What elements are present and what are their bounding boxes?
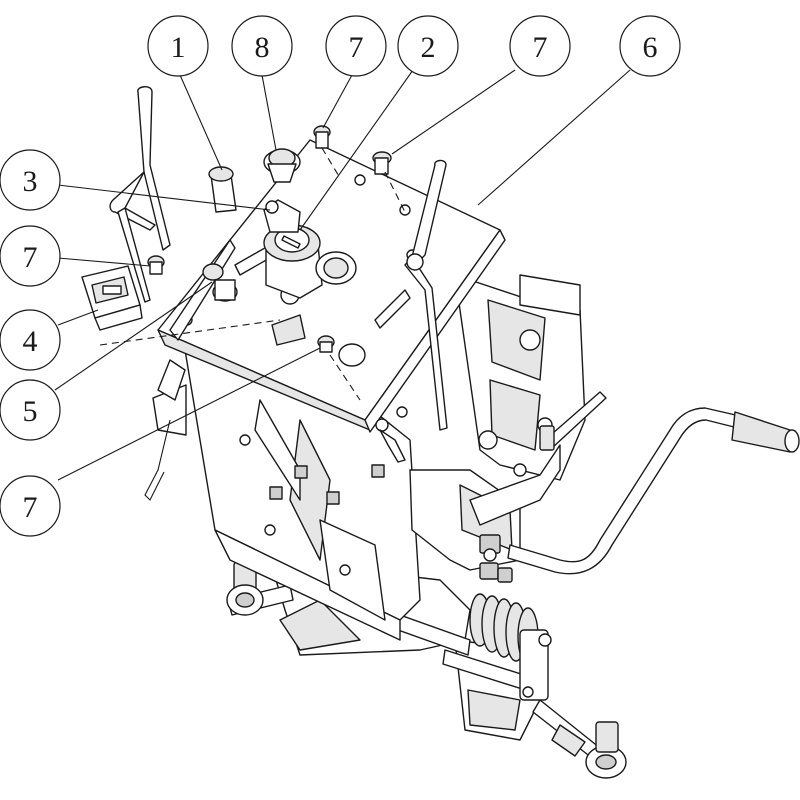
bolt-7-left <box>147 255 165 275</box>
callout-7-bottom: 7 <box>0 475 61 537</box>
callout-2-label: 2 <box>421 31 436 64</box>
callout-4: 4 <box>0 309 61 371</box>
callout-2: 2 <box>397 15 459 77</box>
tie-rod-right <box>532 699 627 779</box>
lock-lever-3 <box>263 199 301 233</box>
assembly-guide-lines <box>99 147 406 401</box>
callout-8: 8 <box>231 15 293 77</box>
control-cable <box>539 391 607 451</box>
hour-meter-4 <box>81 265 143 331</box>
bolt-7-top-right <box>372 151 392 175</box>
callout-5: 5 <box>0 379 61 441</box>
push-button-1 <box>208 166 237 213</box>
callout-7-top-right-label: 7 <box>533 31 548 64</box>
callout-4-label: 4 <box>23 325 38 358</box>
leader-lines <box>54 69 631 481</box>
callout-7-bottom-label: 7 <box>23 491 38 524</box>
grommet-8 <box>263 148 301 183</box>
callout-8-label: 8 <box>255 31 270 64</box>
right-handle <box>404 159 448 431</box>
bolt-7-top-left <box>313 125 331 149</box>
callout-3-label: 3 <box>23 165 38 198</box>
callout-3: 3 <box>0 149 61 211</box>
callout-6: 6 <box>619 15 681 77</box>
left-handle <box>109 86 171 303</box>
bolt-7-center <box>317 335 366 367</box>
callout-6-label: 6 <box>643 31 658 64</box>
right-lower-bracket <box>409 444 561 583</box>
callout-5-label: 5 <box>23 395 38 428</box>
assembly-drawing <box>81 86 800 779</box>
right-housing <box>454 274 586 481</box>
indicator-light-5 <box>202 263 238 302</box>
callout-1: 1 <box>147 15 209 77</box>
callout-7-top-right: 7 <box>509 15 571 77</box>
callout-7-top-left: 7 <box>325 15 387 77</box>
crank-handle <box>507 407 800 575</box>
callout-7-left-label: 7 <box>23 241 38 274</box>
callouts: 1 8 7 2 7 6 3 7 <box>0 15 681 537</box>
left-flap <box>144 359 187 501</box>
callout-7-top-left-label: 7 <box>349 31 364 64</box>
callout-1-label: 1 <box>171 31 186 64</box>
callout-7-left: 7 <box>0 225 61 287</box>
